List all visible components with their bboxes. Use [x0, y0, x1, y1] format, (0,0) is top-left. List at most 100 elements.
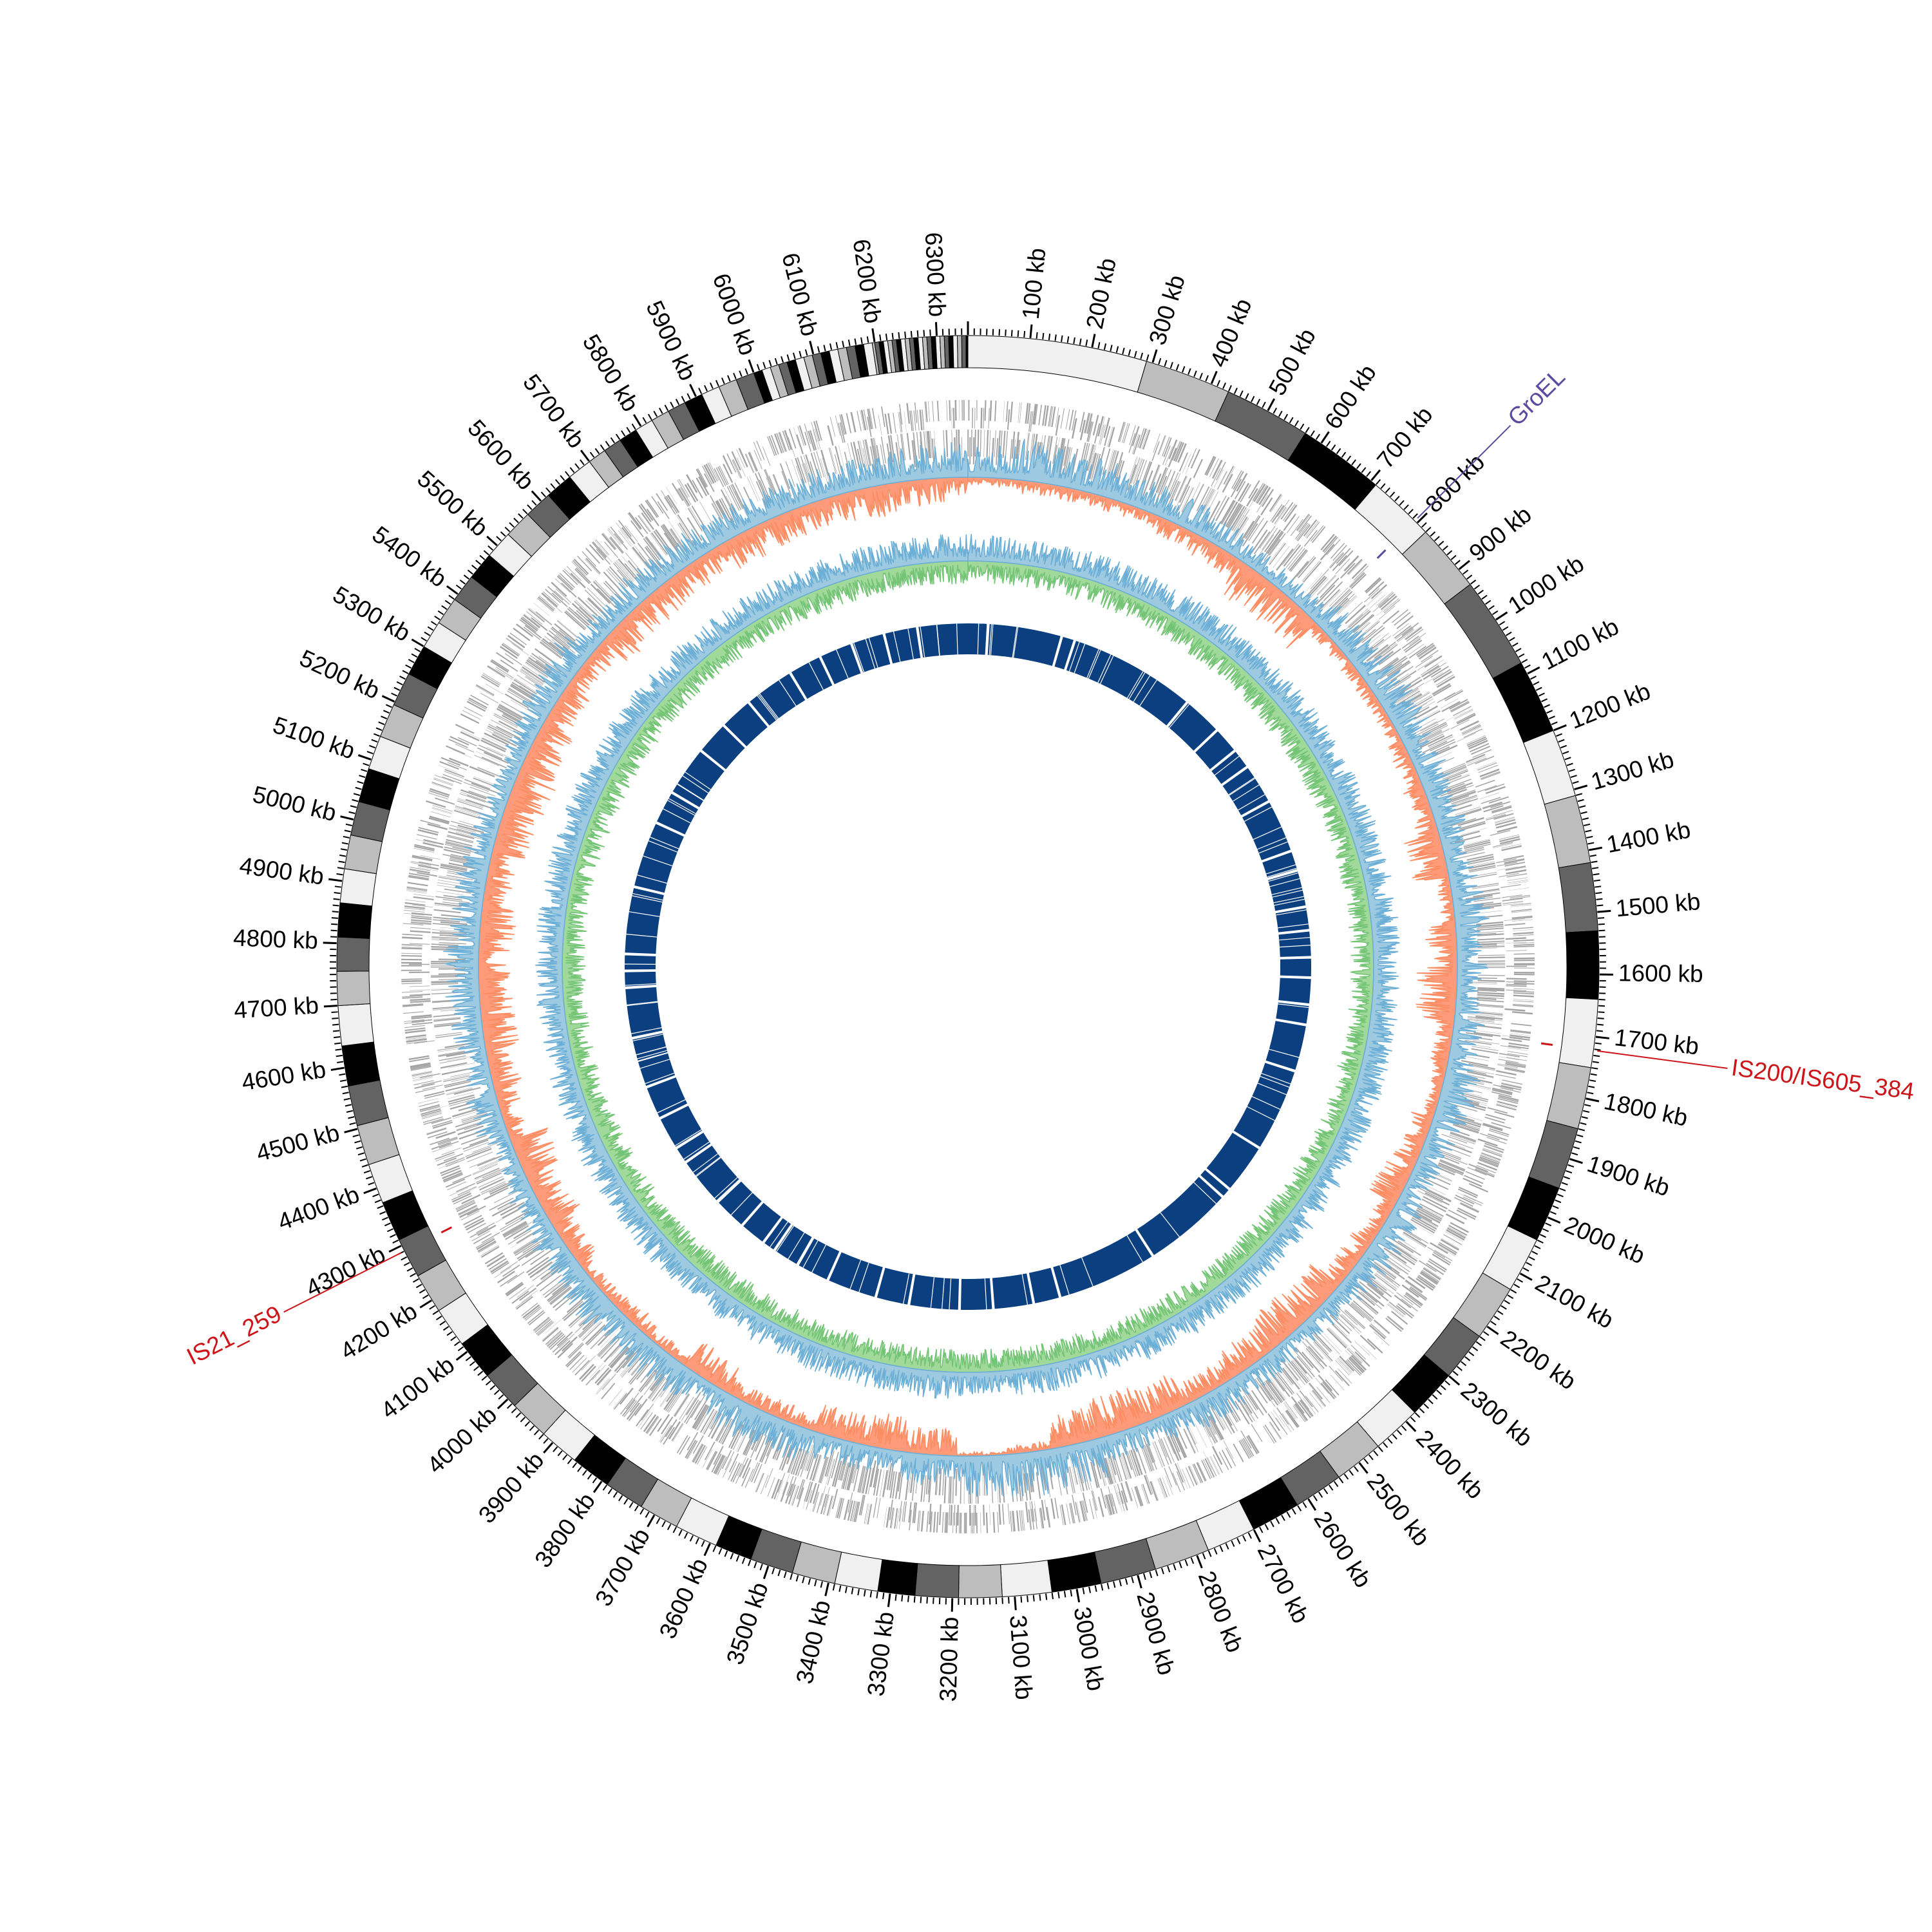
- gene-feature-forward: [914, 402, 918, 423]
- gene-feature-forward: [1489, 1128, 1510, 1135]
- feature-block: [625, 887, 664, 954]
- gene-feature-forward: [1039, 1508, 1043, 1529]
- gene-feature-forward: [539, 595, 556, 610]
- gene-feature-forward: [876, 1497, 881, 1519]
- gene-feature-forward: [589, 1363, 604, 1379]
- gene-feature-forward: [1394, 625, 1412, 639]
- minor-tick: [1242, 1535, 1247, 1542]
- gene-feature-forward: [1177, 1463, 1186, 1482]
- gene-feature-forward: [411, 916, 432, 920]
- gene-feature-forward: [442, 773, 463, 782]
- gene-feature-forward: [649, 1418, 662, 1436]
- gene-feature-forward: [663, 1426, 675, 1445]
- gene-feature-forward: [412, 1076, 433, 1081]
- minor-tick: [772, 1567, 775, 1575]
- gene-feature-forward: [968, 400, 970, 421]
- gene-feature-forward: [412, 1019, 433, 1023]
- gene-feature-forward: [1213, 1454, 1223, 1473]
- gene-feature-forward: [432, 1144, 452, 1153]
- gene-feature-forward: [1311, 1390, 1325, 1407]
- minor-tick: [1217, 380, 1221, 387]
- minor-tick: [550, 483, 556, 489]
- gene-feature-forward: [468, 699, 487, 710]
- gene-feature-reverse: [651, 542, 668, 564]
- minor-tick: [1051, 1593, 1054, 1600]
- gene-feature-reverse: [431, 983, 459, 985]
- gene-feature-forward: [418, 827, 439, 833]
- gene-feature-forward: [1162, 1477, 1170, 1497]
- gene-feature-forward: [545, 589, 562, 603]
- gene-feature-forward: [953, 408, 955, 429]
- gene-feature-forward: [509, 1287, 526, 1300]
- gene-feature-forward: [1091, 1490, 1097, 1511]
- gene-feature-forward: [581, 1365, 596, 1382]
- gene-feature-reverse: [471, 782, 497, 793]
- minor-tick: [1446, 550, 1453, 556]
- gene-feature-reverse: [1417, 1190, 1442, 1203]
- gene-feature-forward: [509, 632, 527, 646]
- contig-band: [961, 335, 967, 368]
- gene-feature-forward: [542, 591, 559, 606]
- gene-feature-reverse: [1477, 938, 1504, 941]
- gene-feature-forward: [1482, 801, 1502, 808]
- gene-feature-forward: [651, 496, 664, 514]
- minor-tick: [339, 1079, 347, 1082]
- gene-feature-forward: [541, 592, 558, 607]
- minor-tick: [704, 384, 708, 392]
- gene-feature-forward: [936, 1511, 939, 1533]
- gene-feature-forward: [1513, 953, 1535, 955]
- gene-feature-forward: [1462, 726, 1482, 735]
- gene-feature-reverse: [547, 1284, 570, 1303]
- gene-feature-forward: [1448, 1226, 1466, 1237]
- gene-feature-forward: [1436, 676, 1455, 688]
- minor-tick: [1555, 1199, 1562, 1204]
- gene-feature-forward: [732, 1463, 742, 1483]
- gene-feature-forward: [1493, 843, 1513, 849]
- minor-tick: [359, 775, 366, 779]
- gene-feature-forward: [1468, 1163, 1488, 1173]
- gene-feature-forward: [1059, 1504, 1064, 1526]
- gene-feature-forward: [413, 1080, 434, 1086]
- minor-tick: [1155, 1569, 1159, 1577]
- gene-feature-forward: [1204, 1458, 1215, 1478]
- minor-tick: [820, 1581, 823, 1588]
- gene-feature-forward: [799, 425, 807, 446]
- gene-feature-forward: [918, 1510, 921, 1531]
- minor-tick: [1593, 879, 1600, 882]
- gene-feature-forward: [1176, 1471, 1186, 1491]
- gene-feature-forward: [598, 1370, 612, 1386]
- gene-feature-forward: [476, 1222, 495, 1233]
- gene-feature-forward: [410, 1001, 431, 1003]
- gene-feature-forward: [457, 1186, 477, 1196]
- minor-tick: [371, 739, 378, 743]
- minor-tick: [1251, 395, 1255, 402]
- gene-feature-forward: [421, 1108, 441, 1115]
- minor-tick: [437, 610, 444, 616]
- gene-feature-forward: [677, 489, 688, 507]
- gene-feature-forward: [898, 1501, 902, 1522]
- gene-feature-forward: [1367, 591, 1383, 606]
- minor-tick: [1545, 1222, 1552, 1227]
- gene-feature-forward: [446, 1159, 466, 1168]
- gene-feature-forward: [1437, 692, 1455, 703]
- gene-feature-forward: [1409, 632, 1426, 645]
- minor-tick: [1351, 459, 1356, 466]
- minor-tick: [346, 1110, 354, 1113]
- gene-feature-forward: [1501, 1084, 1522, 1091]
- gene-feature-forward: [596, 1379, 611, 1395]
- gene-feature-reverse: [1477, 940, 1505, 943]
- major-tick: [1137, 1575, 1142, 1589]
- gene-feature-reverse: [527, 1258, 551, 1276]
- minor-tick: [527, 504, 533, 510]
- gene-feature-forward: [480, 1245, 500, 1258]
- gene-feature-forward: [440, 1167, 460, 1176]
- gene-feature-forward: [1383, 598, 1399, 612]
- gene-feature-reverse: [460, 789, 487, 800]
- minor-tick: [802, 1577, 805, 1584]
- gene-feature-forward: [480, 1245, 498, 1256]
- major-tick: [328, 878, 343, 882]
- gene-feature-forward: [797, 1487, 804, 1508]
- minor-tick: [399, 676, 406, 680]
- gene-feature-reverse: [460, 791, 486, 801]
- major-tick: [1569, 1158, 1583, 1164]
